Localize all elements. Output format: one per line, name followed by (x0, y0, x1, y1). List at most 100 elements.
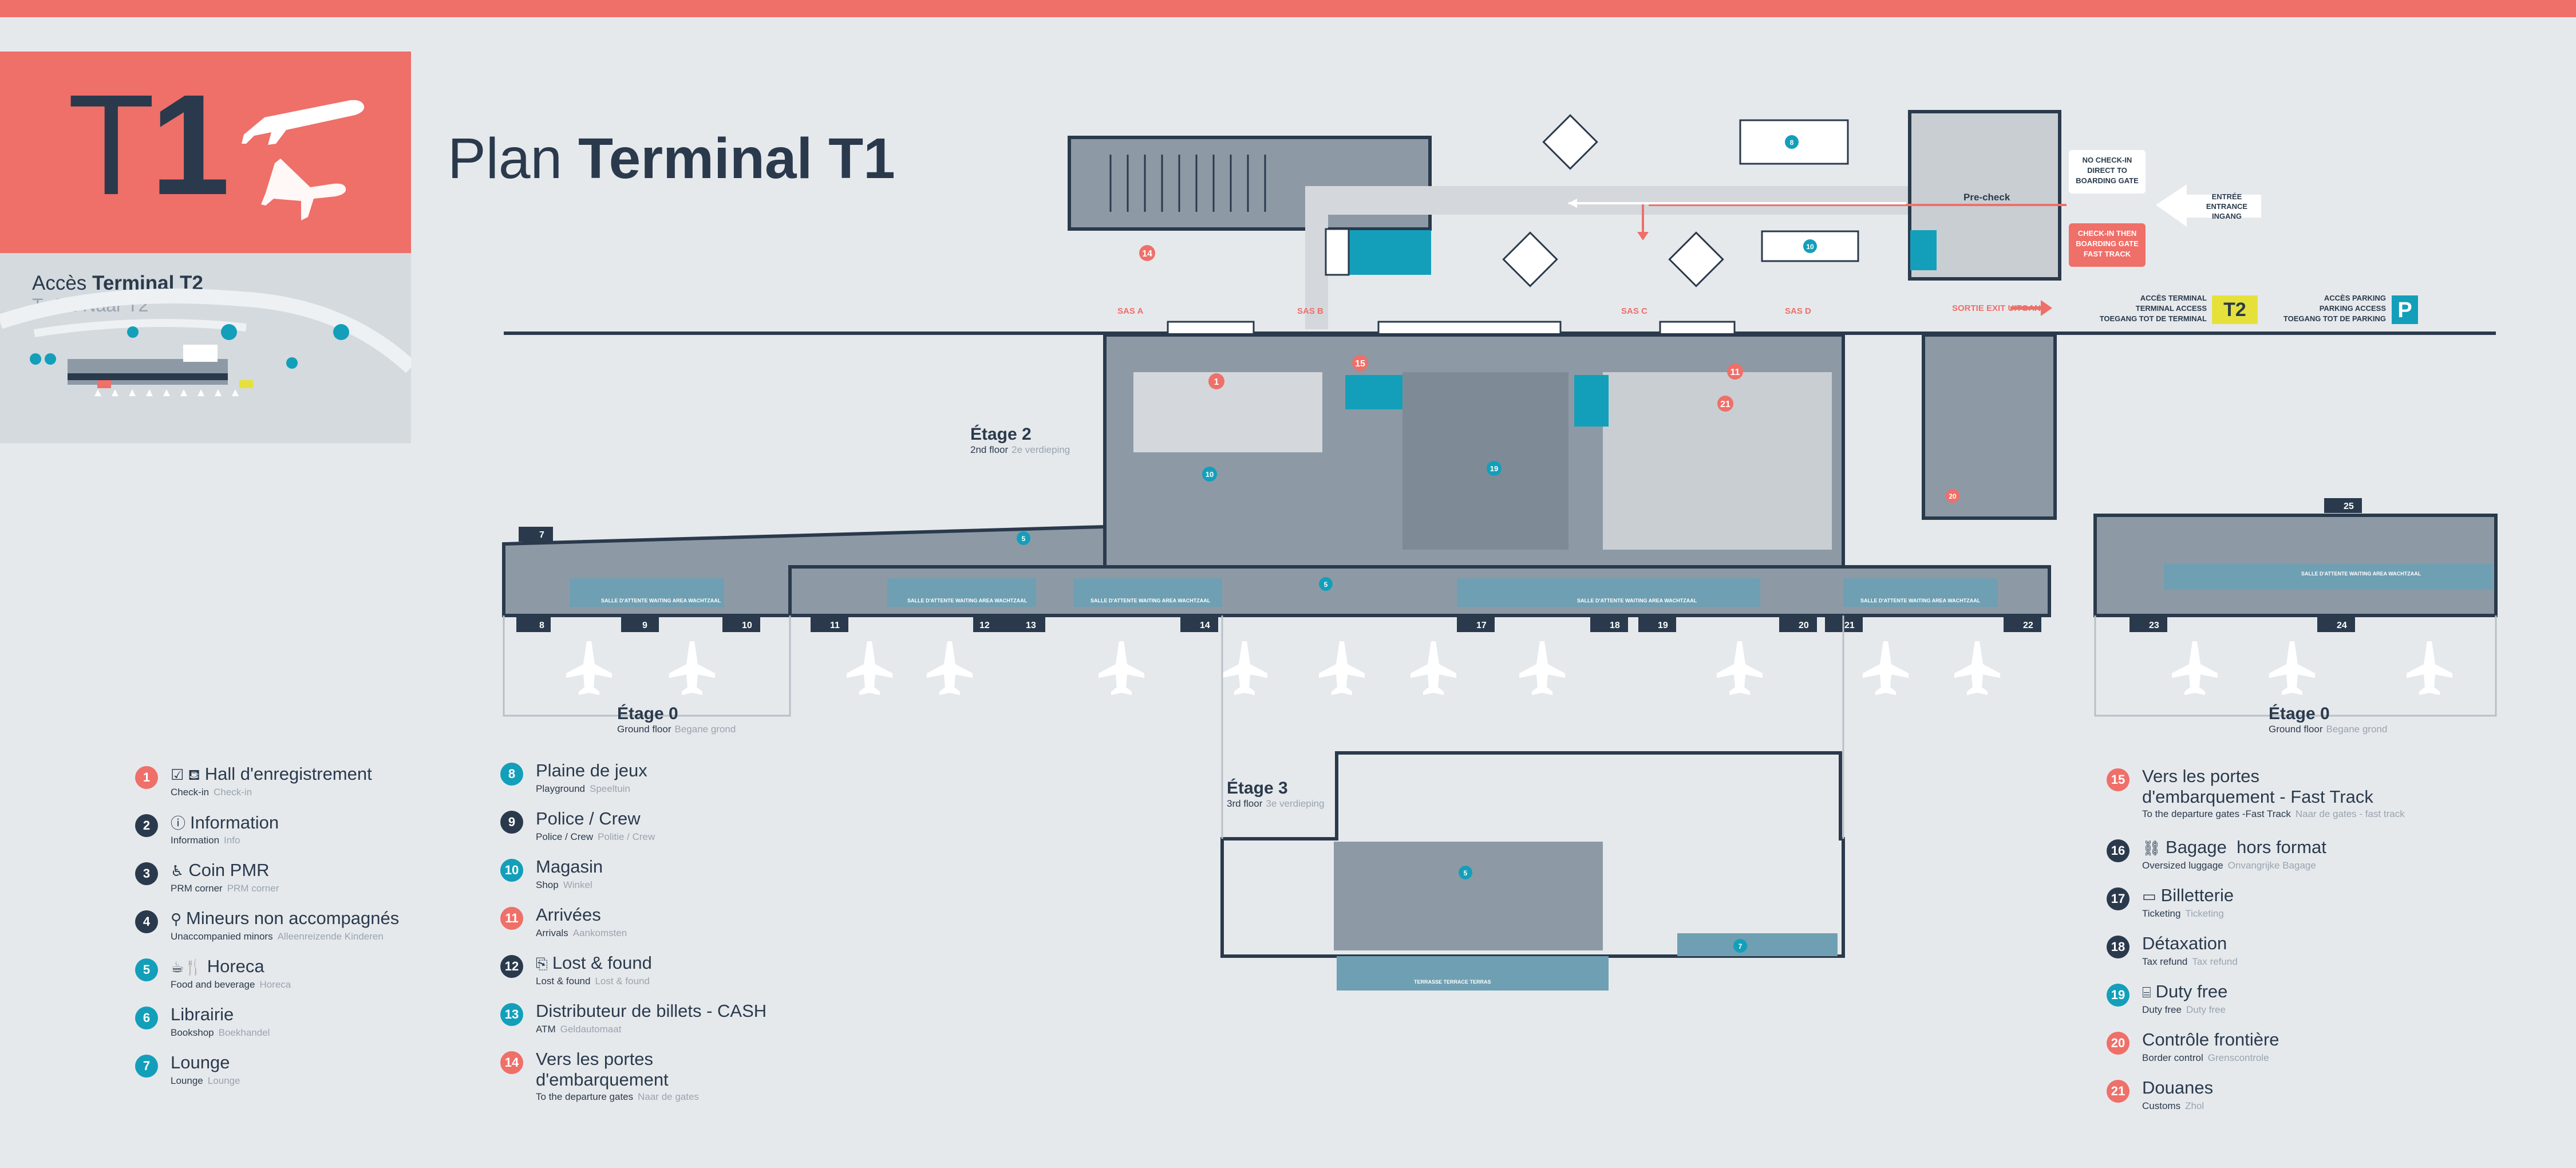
legend-subtitle: Police / Crew Politie / Crew (536, 831, 655, 843)
svg-text:INGANG: INGANG (2212, 212, 2242, 220)
legend-subtitle-en: Police / Crew (536, 831, 594, 842)
legend-subtitle-en: Duty free (2142, 1004, 2182, 1015)
legend-title: Police / Crew (536, 808, 641, 829)
legend-title: Vers les portes d'embarquement - Fast Tr… (2142, 766, 2373, 807)
legend-title: Vers les portes d'embarquement (536, 1049, 669, 1090)
legend-number-badge: 12 (500, 955, 523, 978)
level-title: Étage 0 (2269, 704, 2330, 723)
legend-title-text: Bagage hors format (2166, 837, 2326, 857)
legend-title-text: Mineurs non accompagnés (186, 908, 400, 928)
svg-text:ACCÈS TERMINAL: ACCÈS TERMINAL (2140, 294, 2207, 302)
legend-title-text: Duty free (2155, 981, 2228, 1001)
level-title: Étage 3 (1227, 779, 1288, 798)
svg-text:BOARDING GATE: BOARDING GATE (2076, 176, 2139, 185)
legend-subtitle-nl: Alleenreizende Kinderen (277, 931, 384, 942)
legend-title-text: Distributeur de billets - CASH (536, 1001, 767, 1021)
svg-text:FAST TRACK: FAST TRACK (2084, 250, 2131, 258)
level-nl: Begane grond (674, 724, 736, 735)
legend-pictogram-icon: ♿ (171, 862, 184, 879)
legend-title: ⛓Bagage hors format (2142, 837, 2326, 858)
legend-title-text: Billetterie (2160, 885, 2234, 905)
legend-pictogram-icon: ⓘ (171, 815, 186, 832)
svg-text:11: 11 (830, 621, 840, 630)
legend-subtitle-en: Oversized luggage (2142, 860, 2223, 871)
legend-subtitle-en: Lost & found (536, 976, 591, 987)
legend-title: Distributeur de billets - CASH (536, 1001, 767, 1021)
svg-text:SALLE D'ATTENTE WAITING AREA: SALLE D'ATTENTE WAITING AREA WACHTZAAL (2301, 571, 2421, 577)
svg-text:8: 8 (1790, 139, 1794, 147)
legend-title: Douanes (2142, 1078, 2213, 1098)
legend-number-badge: 5 (135, 958, 158, 981)
svg-text:24: 24 (2337, 621, 2347, 630)
legend-subtitle-en: Border control (2142, 1052, 2203, 1063)
level-nl: 2e verdieping (1012, 444, 1070, 455)
legend-title-text: Information (190, 812, 279, 832)
legend-subtitle-nl: Geldautomaat (560, 1024, 622, 1035)
level-title: Étage 0 (617, 704, 678, 723)
legend-subtitle-en: Unaccompanied minors (171, 931, 273, 942)
legend-number-badge: 21 (2107, 1080, 2129, 1103)
legend-subtitle-en: Arrivals (536, 928, 568, 938)
title-prefix: Plan (448, 127, 578, 191)
legend-subtitle-nl: Duty free (2186, 1004, 2226, 1015)
legend-subtitle-nl: Speeltuin (590, 783, 630, 794)
svg-text:5: 5 (1464, 869, 1468, 877)
legend-title-text: Lost & found (552, 953, 652, 973)
legend-subtitle: ATM Geldautomaat (536, 1024, 621, 1035)
legend-pictogram-icon: ⚲ (171, 910, 182, 928)
terminal-floor-plan: Pre-check NO CHECK-IN DIRECT TO BOARDING… (502, 110, 2498, 991)
svg-text:P: P (2397, 298, 2412, 322)
legend-title-text: Arrivées (536, 905, 601, 925)
legend-subtitle-nl: Info (224, 835, 240, 846)
legend-title-text: Vers les portes d'embarquement - Fast Tr… (2142, 766, 2373, 807)
legend-subtitle-nl: Politie / Crew (598, 831, 655, 842)
svg-text:10: 10 (1806, 243, 1814, 251)
legend-title: Plaine de jeux (536, 760, 647, 781)
legend-number-badge: 20 (2107, 1032, 2129, 1055)
svg-text:25: 25 (2344, 502, 2354, 511)
title-bold: Terminal T1 (578, 127, 895, 191)
level-en: Ground floor (2269, 724, 2323, 735)
legend-subtitle-nl: Naar de gates (638, 1091, 699, 1102)
level-en: 3rd floor (1227, 798, 1263, 809)
legend-title: Magasin (536, 857, 603, 877)
svg-text:ACCÈS PARKING: ACCÈS PARKING (2324, 294, 2386, 302)
legend-title-text: Hall d'enregistrement (204, 764, 372, 784)
legend-title: Détaxation (2142, 933, 2227, 954)
legend-subtitle-en: ATM (536, 1024, 556, 1035)
svg-text:19: 19 (1658, 621, 1668, 630)
legend-title-text: Librairie (171, 1004, 234, 1024)
svg-text:BOARDING GATE: BOARDING GATE (2076, 239, 2139, 248)
badge-letter: T (68, 65, 155, 224)
legend-number-badge: 6 (135, 1007, 158, 1029)
svg-text:TERRASSE TERRACE TERRAS: TERRASSE TERRACE TERRAS (1414, 979, 1491, 985)
svg-text:5: 5 (1022, 535, 1026, 543)
svg-text:SALLE D'ATTENTE WAITING AREA: SALLE D'ATTENTE WAITING AREA WACHTZAAL (1091, 598, 1211, 603)
legend-subtitle-en: Check-in (171, 787, 210, 798)
level-nl: 3e verdieping (1266, 798, 1325, 809)
terminal-badge (0, 52, 411, 253)
legend-pictogram-icon: ⛓ (2142, 839, 2162, 857)
legend-title-text: Détaxation (2142, 933, 2227, 953)
t2-title-prefix: Accès (32, 272, 93, 294)
